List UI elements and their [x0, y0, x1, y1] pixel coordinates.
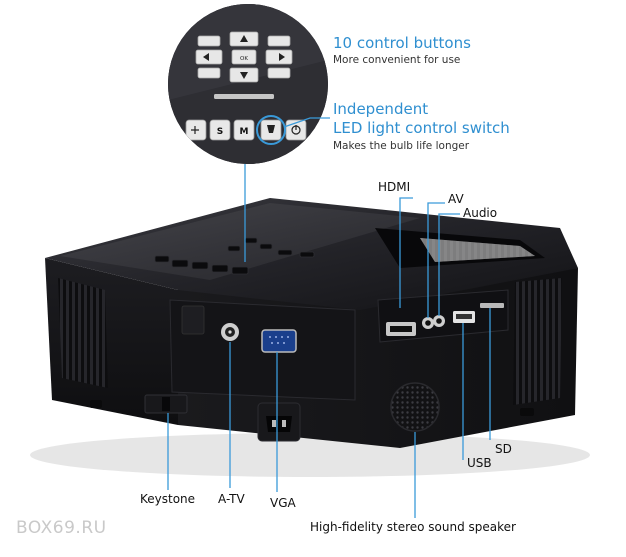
speaker-grille [390, 382, 440, 432]
control-panel-zoom: OK S M [168, 4, 328, 164]
led-callout-subtitle: Makes the bulb life longer [333, 140, 470, 152]
control-callout-subtitle: More convenient for use [333, 54, 461, 66]
callout-lines [167, 117, 491, 518]
lid-buttons [154, 237, 315, 275]
speaker-label: High-fidelity stereo sound speaker [310, 520, 516, 534]
led-callout-title-line2: LED light control switch [333, 119, 510, 137]
hdmi-label: HDMI [378, 180, 411, 194]
watermark: BOX69.RU [16, 518, 107, 538]
audio-label: Audio [463, 206, 498, 220]
left-vent [58, 278, 108, 388]
right-vent [513, 278, 562, 405]
sd-label: SD [495, 442, 512, 456]
usb-label: USB [467, 456, 492, 470]
sd-slot [480, 303, 504, 308]
vga-label: VGA [270, 496, 296, 510]
s-key-label: S [217, 127, 223, 137]
vga-port [261, 329, 297, 353]
ir-window [181, 305, 205, 335]
control-callout-title: 10 control buttons [333, 34, 471, 52]
m-key-label: M [240, 127, 249, 137]
keystone-label: Keystone [140, 492, 196, 506]
led-callout-title-line1: Independent [333, 100, 429, 118]
ok-key-label: OK [240, 56, 248, 62]
av-label: AV [448, 192, 464, 206]
atv-label: A-TV [218, 492, 245, 506]
